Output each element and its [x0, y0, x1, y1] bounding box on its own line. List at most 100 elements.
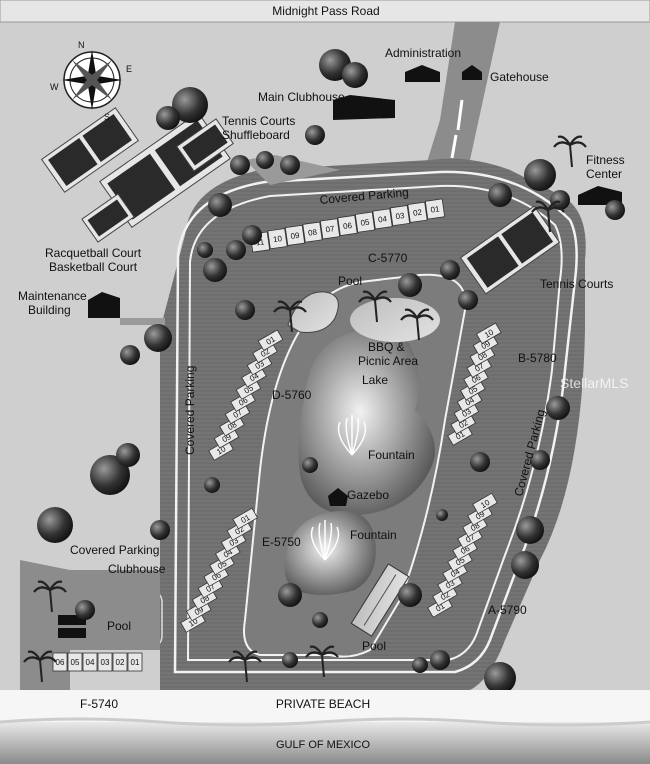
building-label-b: B-5780 [518, 351, 557, 365]
unit: 06 [230, 390, 256, 413]
gatehouse-icon [462, 65, 482, 80]
palm-tree-icon [33, 580, 67, 613]
compass-s: S [104, 112, 110, 122]
label-pool-left: Pool [107, 619, 131, 633]
label-tennis-courts-top: Tennis Courts [222, 114, 295, 128]
midnight-pass-road [0, 0, 650, 23]
tree-icon [302, 457, 318, 473]
tree-icon [256, 151, 274, 169]
label-gatehouse: Gatehouse [490, 70, 549, 84]
palm-tree-icon [553, 135, 587, 168]
unit-number: 06 [56, 658, 65, 667]
unit: 02 [112, 652, 128, 672]
lake [298, 327, 435, 516]
tree-icon [436, 509, 448, 521]
tree-icon [342, 62, 368, 88]
label-racquetball: Racquetball Court [45, 246, 142, 260]
label-lake: Lake [362, 373, 388, 387]
unit-number: 10 [273, 234, 284, 244]
label-pool-top: Pool [338, 274, 362, 288]
label-clubhouse: Clubhouse [108, 562, 166, 576]
label-private-beach: PRIVATE BEACH [276, 697, 370, 711]
label-fitness: Fitness [586, 153, 625, 167]
tree-icon [230, 155, 250, 175]
label-basketball: Basketball Court [49, 260, 138, 274]
unit: 01 [257, 329, 284, 352]
label-covered-parking-left-vert: Covered Parking [183, 366, 197, 455]
palm-tree-icon [358, 290, 392, 323]
unit-number: 03 [395, 211, 406, 221]
unit: 05 [354, 211, 376, 233]
loop-road [173, 170, 578, 674]
tree-icon [197, 242, 213, 258]
gulf-of-mexico [0, 722, 650, 764]
palm-tree-icon [23, 650, 57, 683]
palm-tree-icon [400, 308, 434, 341]
unit-number: 04 [86, 658, 95, 667]
unit-number: 08 [308, 227, 319, 237]
road-label-top: Midnight Pass Road [272, 4, 379, 18]
tree-icon [37, 507, 73, 543]
tree-icon [430, 650, 450, 670]
tree-icon [150, 520, 170, 540]
unit-number: 01 [131, 658, 140, 667]
administration-building-icon [405, 65, 440, 82]
tree-icon [440, 260, 460, 280]
maintenance-building-icon [88, 292, 120, 318]
tree-icon [120, 345, 140, 365]
unit: 10 [267, 228, 288, 250]
tennis-courts [459, 205, 561, 295]
unit: 09 [213, 426, 240, 449]
unit-number: 02 [116, 658, 125, 667]
unit-number: 02 [413, 208, 424, 218]
compass-n: N [78, 40, 85, 50]
clubhouse-icon [58, 615, 86, 625]
tree-icon [516, 516, 544, 544]
racquetball-courts [40, 107, 234, 243]
unit-number: 05 [71, 658, 80, 667]
tree-icon [204, 477, 220, 493]
tree-icon [484, 662, 516, 694]
label-bbq: BBQ & [368, 340, 405, 354]
compass-rose-icon: N S E W [50, 40, 132, 122]
fountain-icon [337, 415, 367, 456]
label-pool-bottom: Pool [362, 639, 386, 653]
label-center: Center [586, 167, 622, 181]
unit: 06 [52, 652, 68, 672]
tree-icon [550, 190, 570, 210]
tree-icon [116, 443, 140, 467]
unit: 06 [337, 214, 358, 237]
label-maintenance: Maintenance [18, 289, 87, 303]
unit-number: 07 [325, 224, 336, 234]
building-label-c: C-5770 [368, 251, 408, 265]
label-main-clubhouse: Main Clubhouse [258, 90, 345, 104]
label-shuffleboard: Shuffleboard [222, 128, 290, 142]
tree-icon [530, 450, 550, 470]
compass-e: E [126, 64, 132, 74]
label-building: Building [28, 303, 71, 317]
tree-icon [172, 87, 208, 123]
label-fountain-2: Fountain [350, 528, 397, 542]
tree-icon [470, 452, 490, 472]
palm-trees [23, 135, 587, 683]
unit: 01 [424, 198, 446, 220]
building-label-f: F-5740 [80, 697, 118, 711]
gazebo-icon [328, 488, 348, 506]
unit-number: 01 [430, 204, 441, 214]
unit: 10 [472, 492, 498, 515]
unit: 10 [208, 439, 234, 461]
unit: 01 [232, 507, 259, 530]
tree-icon [398, 583, 422, 607]
pool-bottom [350, 563, 410, 637]
tree-icon [278, 583, 302, 607]
tree-icon [156, 106, 180, 130]
building-label-a: A-5790 [488, 603, 527, 617]
unit: 03 [97, 652, 113, 672]
unit: 08 [302, 221, 323, 243]
tree-icon [458, 290, 478, 310]
fitness-center-icon [578, 186, 622, 205]
